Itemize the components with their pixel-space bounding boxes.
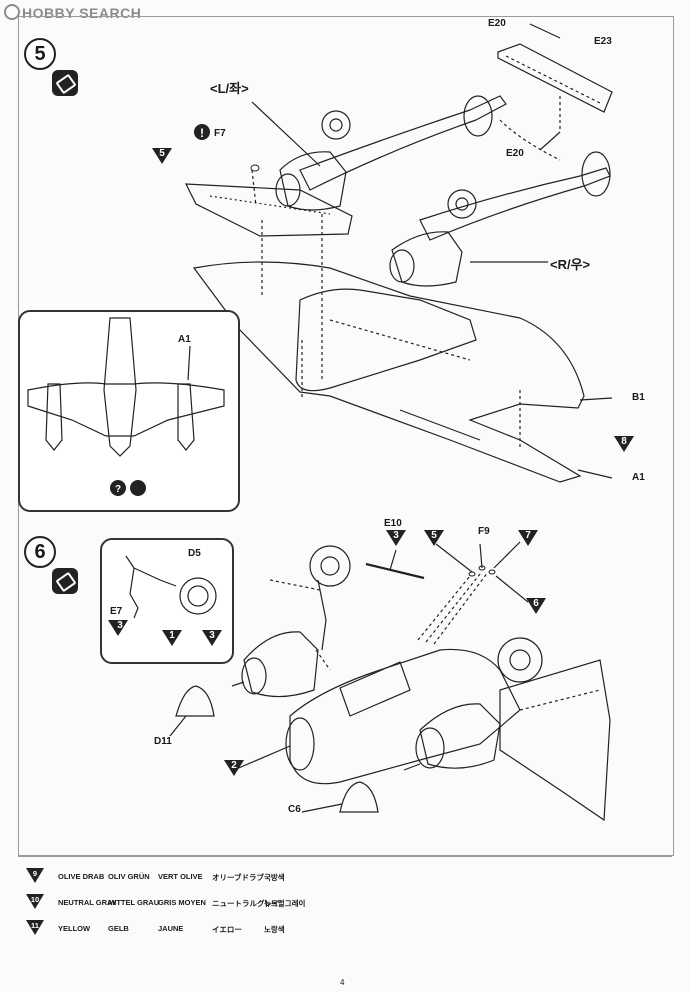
hobby-search-watermark: HOBBY SEARCH <box>4 4 141 21</box>
legend-english: YELLOW <box>58 924 91 933</box>
legend-triangle-9 <box>26 868 44 883</box>
color-callout-e7: 3 <box>117 620 123 631</box>
legend-korean: 노랑색 <box>264 925 285 934</box>
glue-badge-icon <box>52 568 78 594</box>
svg-text:?: ? <box>115 484 121 495</box>
legend-english: NEUTRAL GRAY <box>58 898 117 907</box>
legend-japanese: イエロー <box>212 925 242 934</box>
step-6-number: 6 <box>24 536 56 568</box>
part-f9: F9 <box>478 526 490 537</box>
part-d5: D5 <box>188 548 201 559</box>
part-f7: F7 <box>214 128 226 139</box>
inset-drawing: ? <box>27 317 225 496</box>
part-e7: E7 <box>110 606 123 617</box>
page-number: 4 <box>340 978 345 987</box>
legend-triangle-11 <box>26 920 44 935</box>
left-side-label: <L/좌> <box>210 81 249 96</box>
color-callout-d5-left: 1 <box>169 630 175 641</box>
legend-korean: 국방색 <box>264 873 285 882</box>
glue-badge-icon <box>52 70 78 96</box>
legend-english: OLIVE DRAB <box>58 872 105 881</box>
legend-french: VERT OLIVE <box>158 872 203 881</box>
legend-japanese: オリーブドラブ <box>212 873 265 882</box>
color-callout-6: 6 <box>533 598 539 609</box>
legend-divider <box>18 856 672 857</box>
step-5-drawing: ! <box>152 23 634 483</box>
step-6-drawing <box>169 530 611 822</box>
right-side-label: <R/우> <box>550 257 591 272</box>
part-d11: D11 <box>154 736 172 747</box>
part-e23: E23 <box>594 36 612 47</box>
color-callout-8: 8 <box>621 436 627 447</box>
part-e10: E10 <box>384 518 402 529</box>
legend-triangle-10 <box>26 894 44 909</box>
part-e20-top: E20 <box>488 18 506 29</box>
caution-icon <box>194 124 210 140</box>
inset-gear-drawing <box>108 555 222 646</box>
part-a1-main: A1 <box>632 472 645 483</box>
color-callout-5: 5 <box>159 148 165 159</box>
part-e20-bottom: E20 <box>506 148 524 159</box>
svg-text:!: ! <box>200 126 204 140</box>
legend-german: MITTEL GRAU <box>108 898 160 907</box>
color-callout-2: 2 <box>231 760 237 771</box>
part-c6: C6 <box>288 804 301 815</box>
legend-number: 9 <box>32 869 38 878</box>
color-callout-e10: 3 <box>393 530 399 541</box>
step-5-number: 5 <box>24 38 56 70</box>
legend-german: GELB <box>108 924 129 933</box>
color-callout-7: 7 <box>525 530 531 541</box>
part-b1: B1 <box>632 392 645 403</box>
legend-french: JAUNE <box>158 924 184 933</box>
color-callout-d5-right: 3 <box>209 630 215 641</box>
color-callout-5: 5 <box>431 530 437 541</box>
legend-german: OLIV GRÜN <box>108 872 150 881</box>
legend-korean: 뉴트럴그레이 <box>264 899 306 908</box>
legend-number: 10 <box>30 895 40 904</box>
legend-number: 11 <box>31 921 39 930</box>
legend-french: GRIS MOYEN <box>158 898 206 907</box>
legend-japanese: ニュートラルグレイ <box>212 899 280 908</box>
part-a1-inset: A1 <box>178 334 191 345</box>
